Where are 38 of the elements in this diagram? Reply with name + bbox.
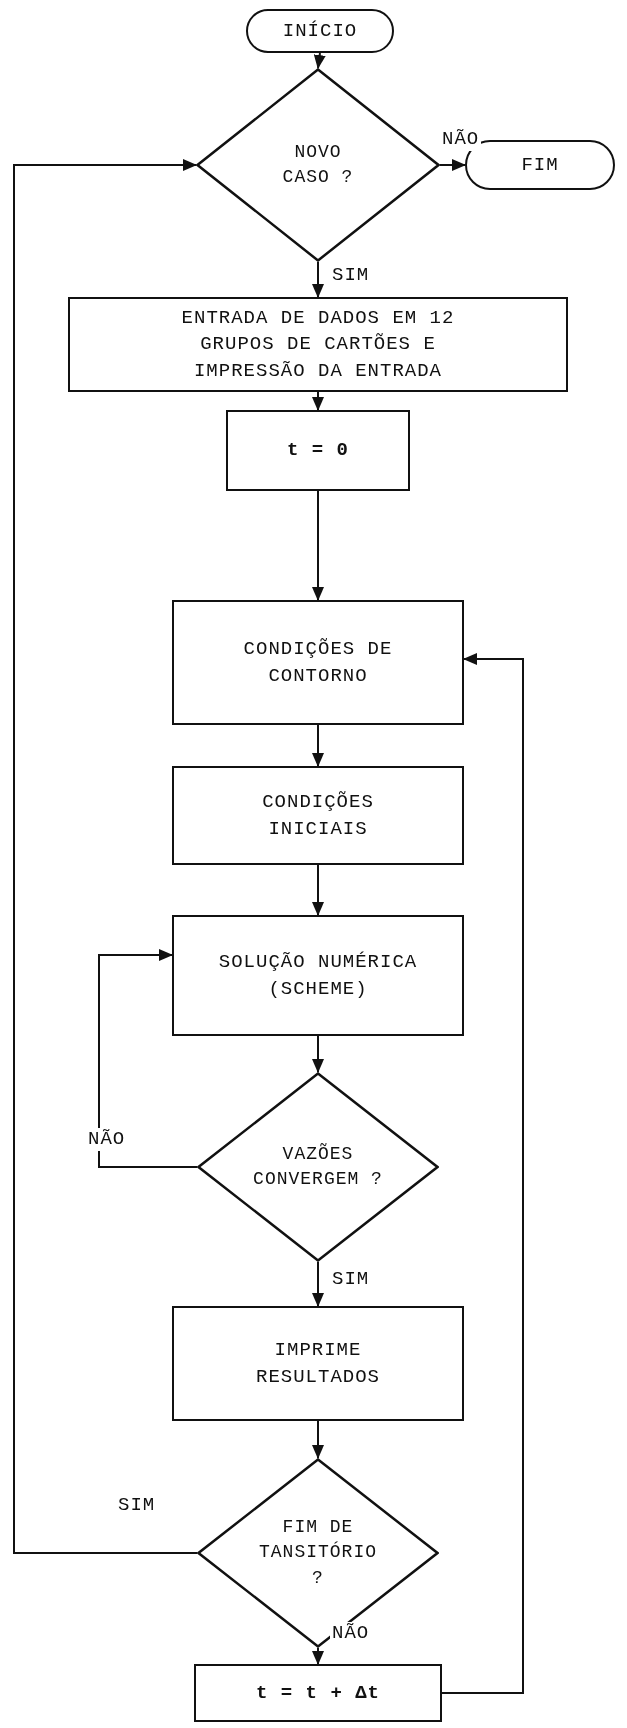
process-box [172,600,464,725]
arrow [13,159,198,1554]
process-box [226,410,410,491]
decision-diamond [197,1072,439,1262]
step-text: t = 0 [287,438,349,464]
step-text: FIM [521,152,559,178]
decision-diamond [196,68,440,262]
step-text: NOVO CASO ? [281,140,355,189]
step-text: FIM DE TANSITÓRIO ? [258,1516,378,1590]
arrow [441,653,524,1694]
process-box [172,1306,464,1421]
arrow [98,949,198,1168]
step-text: VAZÕES CONVERGEM ? [253,1142,383,1191]
process-box [172,915,464,1036]
arrow [312,1035,324,1073]
step-text: t = t + Δt [256,1680,380,1706]
arrow [313,52,326,69]
step-text: IMPRIME RESULTADOS [255,1337,381,1390]
terminal-pill [246,9,394,53]
arrow [312,724,324,767]
step-text: SOLUÇÃO NUMÉRICA (SCHEME) [218,949,418,1002]
step-text: CONDIÇÕES INICIAIS [261,789,375,842]
arrow [312,391,324,411]
process-box [68,297,568,392]
step-text: ENTRADA DE DADOS EM 12 GRUPOS DE CARTÕES E IMPRESSÃO DA ENTRADA [180,305,456,384]
decision-diamond [197,1458,439,1648]
arrow [312,490,324,601]
step-text: INÍCIO [282,18,358,44]
arrow [312,261,324,298]
arrow [312,1647,324,1665]
process-box [172,766,464,865]
edge-label: NÃO [440,128,482,151]
arrow [439,159,466,171]
process-box [194,1664,442,1722]
arrow [312,1261,324,1307]
step-text: CONDIÇÕES DE CONTORNO [242,636,394,689]
arrow [312,864,324,916]
arrow [312,1420,324,1459]
